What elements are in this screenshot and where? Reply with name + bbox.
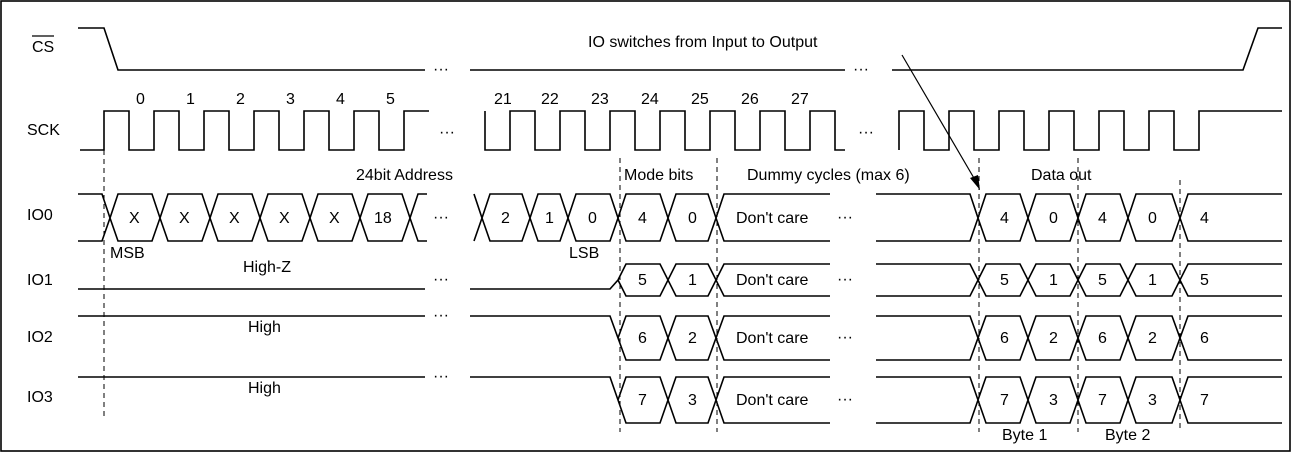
io0-address-bus: [78, 193, 830, 242]
io3-dont-care-ellipsis: ···: [837, 391, 853, 408]
io1-data-out-bus: [876, 263, 1282, 297]
io1-state: High-Z: [243, 259, 291, 276]
io3-data-bit: 7: [1098, 392, 1107, 409]
io0-mode-bit: 0: [688, 210, 697, 227]
io0-dont-care-ellipsis: ···: [837, 209, 853, 226]
io1-mode-bit: 1: [688, 272, 697, 289]
io2-data-out-bus: [876, 315, 1282, 361]
io3-waveform: [78, 376, 830, 424]
io3-data-out-bus: [876, 376, 1282, 424]
sck-ellipsis: ···: [439, 124, 455, 141]
io2-dont-care-ellipsis: ···: [837, 329, 853, 346]
io3-data-bit: 7: [1000, 392, 1009, 409]
io0-data-bit: 0: [1148, 210, 1157, 227]
io1-data-bit: 5: [1000, 272, 1009, 289]
signal-label-sck: SCK: [27, 122, 60, 139]
label-lsb: LSB: [569, 245, 599, 262]
io0-data-bit: 4: [1200, 210, 1209, 227]
io1-data-bit: 5: [1200, 272, 1209, 289]
io1-dont-care: Don't care: [736, 272, 809, 289]
io3-data-bit: 7: [1200, 392, 1209, 409]
io0-address-bit: X: [129, 210, 140, 227]
io0-address-bit: 2: [501, 210, 510, 227]
clock-number: 26: [741, 91, 759, 108]
phase-label-data: Data out: [1031, 167, 1092, 184]
cs-waveform: [78, 27, 1282, 71]
io2-data-bit: 2: [1049, 330, 1058, 347]
clock-number: 25: [691, 91, 709, 108]
io0-data-out-bus: [876, 193, 1282, 242]
io2-data-bit: 2: [1148, 330, 1157, 347]
io2-data-bit: 6: [1000, 330, 1009, 347]
label-msb: MSB: [110, 245, 145, 262]
byte-label: Byte 2: [1105, 427, 1150, 444]
clock-number: 1: [186, 91, 195, 108]
signal-label-cs: CS: [32, 39, 54, 56]
sck-waveform: [80, 110, 1282, 151]
clock-number: 4: [336, 91, 345, 108]
io2-mode-bit: 6: [638, 330, 647, 347]
io0-address-bit: X: [329, 210, 340, 227]
clock-number: 23: [591, 91, 609, 108]
io-switch-arrowhead: [970, 175, 980, 190]
io0-address-bit: 1: [545, 210, 554, 227]
io0-data-bit: 4: [1000, 210, 1009, 227]
io1-mode-bit: 5: [638, 272, 647, 289]
clock-number: 27: [791, 91, 809, 108]
io2-dont-care: Don't care: [736, 330, 809, 347]
io-switch-arrow: [901, 54, 979, 186]
io-switch-annotation: IO switches from Input to Output: [588, 34, 818, 51]
io3-state: High: [248, 380, 281, 397]
io0-data-bit: 0: [1049, 210, 1058, 227]
signal-label-io3: IO3: [27, 389, 53, 406]
io2-state: High: [248, 319, 281, 336]
io3-mode-bit: 7: [638, 392, 647, 409]
io3-dont-care: Don't care: [736, 392, 809, 409]
clock-number: 3: [286, 91, 295, 108]
io0-address-bit: X: [279, 210, 290, 227]
phase-label-address: 24bit Address: [356, 167, 453, 184]
clock-number: 5: [386, 91, 395, 108]
io1-data-bit: 1: [1049, 272, 1058, 289]
io0-data-bit: 4: [1098, 210, 1107, 227]
io0-address-bit: 18: [374, 210, 392, 227]
io1-data-bit: 1: [1148, 272, 1157, 289]
io0-ellipsis: ···: [433, 209, 449, 226]
signal-label-io1: IO1: [27, 272, 53, 289]
clock-number: 0: [136, 91, 145, 108]
io0-address-bit: 0: [588, 210, 597, 227]
io2-data-bit: 6: [1200, 330, 1209, 347]
io0-mode-bit: 4: [638, 210, 647, 227]
sck-ellipsis-2: ···: [858, 124, 874, 141]
clock-number: 21: [494, 91, 512, 108]
io3-data-bit: 3: [1148, 392, 1157, 409]
io2-mode-bit: 2: [688, 330, 697, 347]
cs-ellipsis: ···: [433, 61, 449, 78]
io1-ellipsis: ···: [433, 271, 449, 288]
io3-mode-bit: 3: [688, 392, 697, 409]
io2-waveform: [78, 315, 830, 361]
io1-waveform: [78, 263, 830, 297]
phase-label-mode: Mode bits: [624, 167, 693, 184]
cs-ellipsis-2: ···: [853, 61, 869, 78]
io0-dont-care: Don't care: [736, 210, 809, 227]
signal-label-io0: IO0: [27, 207, 53, 224]
io3-ellipsis: ···: [433, 368, 449, 385]
signal-label-io2: IO2: [27, 329, 53, 346]
phase-label-dummy: Dummy cycles (max 6): [747, 167, 910, 184]
io2-ellipsis: ···: [433, 307, 449, 324]
clock-number: 24: [641, 91, 659, 108]
clock-number: 22: [541, 91, 559, 108]
io0-address-bit: X: [229, 210, 240, 227]
byte-label: Byte 1: [1002, 427, 1047, 444]
io1-dont-care-ellipsis: ···: [837, 271, 853, 288]
io1-data-bit: 5: [1098, 272, 1107, 289]
io2-data-bit: 6: [1098, 330, 1107, 347]
io3-data-bit: 3: [1049, 392, 1058, 409]
io0-address-bit: X: [179, 210, 190, 227]
clock-number: 2: [236, 91, 245, 108]
